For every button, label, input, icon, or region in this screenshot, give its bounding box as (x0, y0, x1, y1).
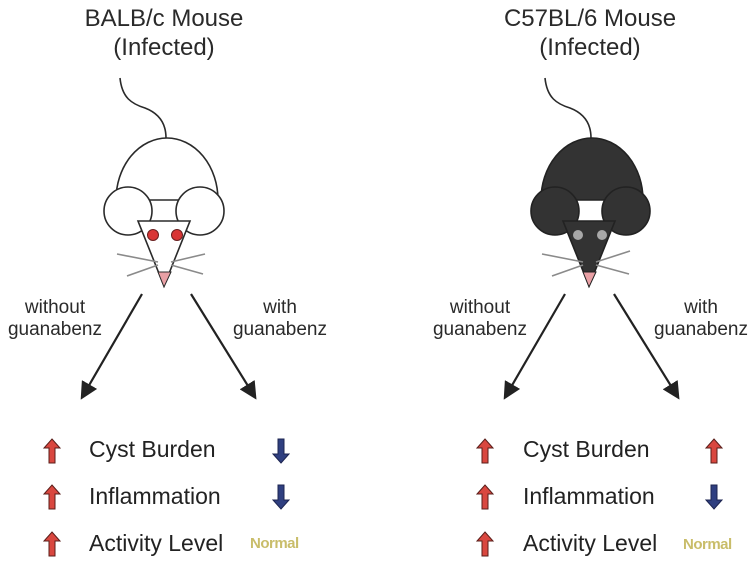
outcome-label-inflammation: Inflammation (89, 483, 221, 509)
balbc-mouse-illustration (103, 77, 225, 289)
branch-label-without-left: without guanabenz (0, 297, 110, 341)
branch-label-line: guanabenz (7, 319, 103, 340)
outcome-label-activity-level: Activity Level (523, 530, 658, 556)
down-arrow-icon (704, 484, 724, 510)
branch-label-line: with (684, 297, 718, 318)
mouse-body (540, 137, 644, 201)
c57bl6-mouse-illustration (530, 77, 651, 289)
mouse-tail (544, 77, 592, 139)
mouse-eye-left (573, 230, 583, 240)
branch-label-line: with (263, 297, 297, 318)
mouse-eye-right (597, 230, 607, 240)
mouse-nose (582, 271, 597, 289)
mouse-body (115, 137, 219, 201)
branch-label-line: without (24, 297, 86, 318)
up-arrow-icon (475, 484, 495, 510)
outcome-label-inflammation: Inflammation (523, 483, 655, 509)
outcome-label-cyst-burden: Cyst Burden (89, 436, 216, 462)
mouse-tail (119, 77, 167, 139)
up-arrow-icon (42, 438, 62, 464)
up-arrow-icon (42, 484, 62, 510)
branch-arrow-with-left (190, 293, 257, 400)
branch-label-with-right: with guanabenz (646, 297, 754, 341)
branch-label-without-right: without guanabenz (425, 297, 535, 341)
branch-arrow-without-right (503, 293, 566, 400)
branch-arrow-without-left (80, 293, 143, 400)
normal-indicator: Normal (683, 536, 732, 553)
branch-label-line: guanabenz (653, 319, 749, 340)
branch-arrow-with-right (613, 293, 680, 400)
up-arrow-icon (475, 438, 495, 464)
branch-label-with-left: with guanabenz (225, 297, 335, 341)
outcome-label-activity-level: Activity Level (89, 530, 224, 556)
infection-status: (Infected) (539, 34, 641, 61)
mouse-whiskers (116, 253, 206, 277)
mouse-eye-left (147, 229, 159, 241)
infection-status: (Infected) (113, 34, 215, 61)
c57bl6-title: C57BL/6 Mouse (Infected) (470, 4, 710, 62)
up-arrow-icon (42, 531, 62, 557)
down-arrow-icon (271, 438, 291, 464)
balbc-title: BALB/c Mouse (Infected) (54, 4, 274, 62)
mouse-eye-right (171, 229, 183, 241)
up-arrow-icon (704, 438, 724, 464)
mouse-whiskers (541, 250, 631, 277)
branch-label-line: without (449, 297, 511, 318)
branch-label-line: guanabenz (232, 319, 328, 340)
strain-name: BALB/c Mouse (84, 5, 244, 32)
strain-name: C57BL/6 Mouse (503, 5, 677, 32)
up-arrow-icon (475, 531, 495, 557)
normal-indicator: Normal (250, 535, 299, 552)
outcome-label-cyst-burden: Cyst Burden (523, 436, 650, 462)
mouse-nose (157, 271, 172, 289)
branch-label-line: guanabenz (432, 319, 528, 340)
down-arrow-icon (271, 484, 291, 510)
